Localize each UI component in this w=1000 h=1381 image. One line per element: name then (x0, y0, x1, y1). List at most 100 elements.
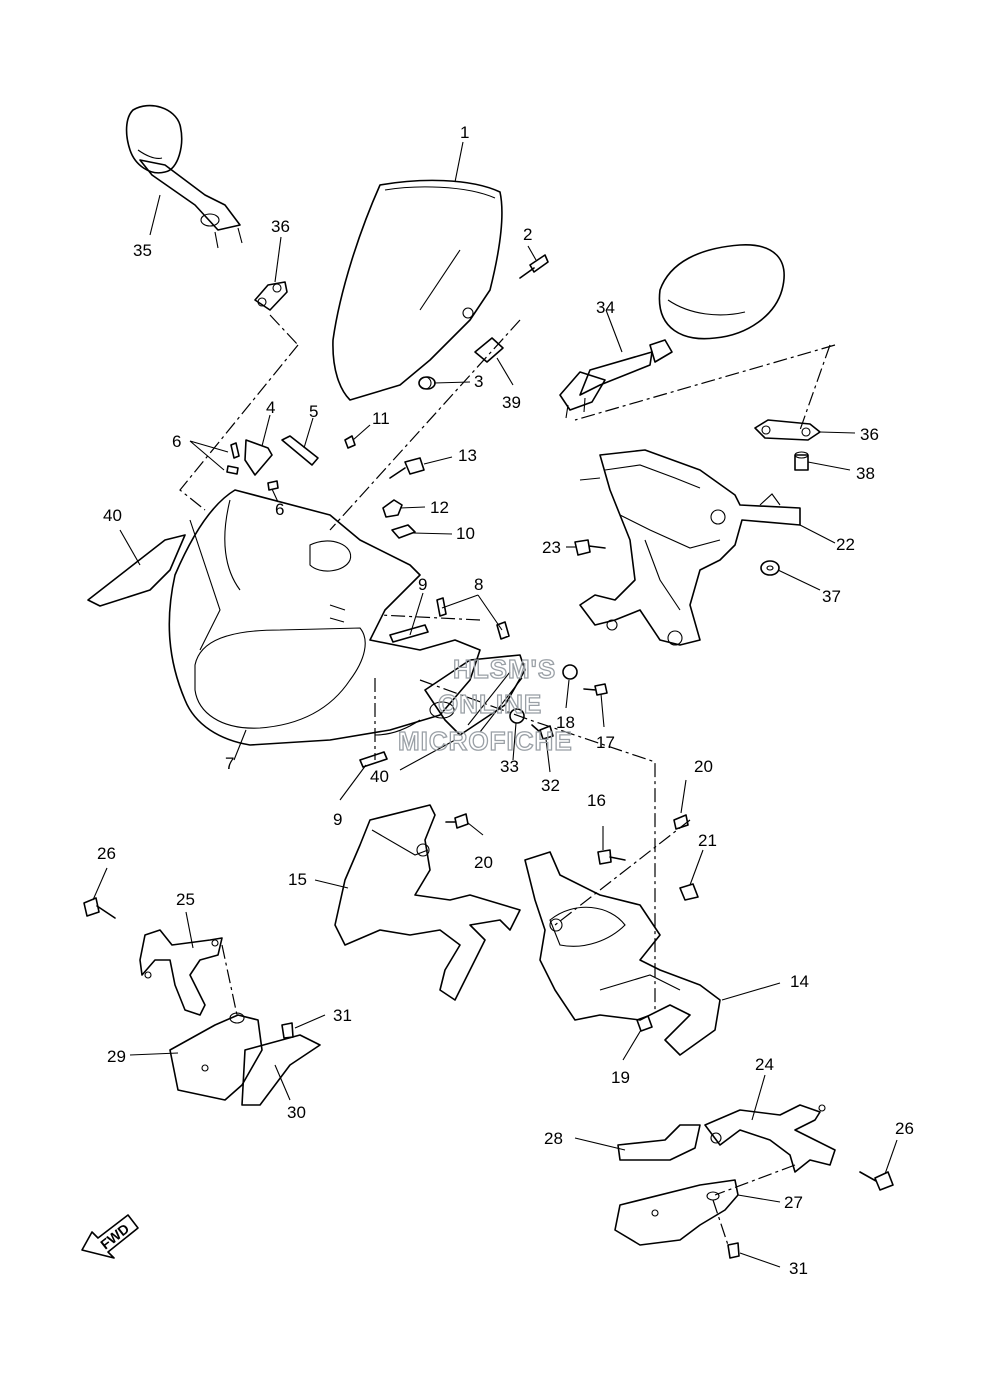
screw-16-part[interactable] (597, 849, 626, 865)
callout-39: 39 (502, 393, 521, 412)
callout-20a: 20 (474, 853, 493, 872)
callout-36b: 36 (860, 425, 879, 444)
stay-24-part[interactable] (704, 1104, 836, 1173)
callout-31b: 31 (789, 1259, 808, 1278)
clip-11-part[interactable] (344, 435, 356, 449)
rivet-31-left-part[interactable] (281, 1022, 294, 1039)
assembly-lines (179, 314, 836, 1246)
mirror-pad-left-part[interactable] (254, 281, 288, 311)
callout-10: 10 (456, 524, 475, 543)
callout-32: 32 (541, 776, 560, 795)
callouts: 1 2 3 4 5 6 6 7 8 9 9 10 11 12 13 14 15 … (97, 123, 914, 1278)
callout-13: 13 (458, 446, 477, 465)
fwd-arrow-icon: FWD (81, 1214, 139, 1259)
callout-34: 34 (596, 298, 615, 317)
left-mirror-part[interactable] (125, 104, 243, 249)
watermark-line-3: MICROFICHE (398, 726, 573, 756)
mirror-pad-right-part[interactable] (754, 419, 821, 441)
callout-26b: 26 (895, 1119, 914, 1138)
bolt-13-part[interactable] (389, 457, 425, 479)
callout-4: 4 (266, 398, 275, 417)
callout-5: 5 (309, 402, 318, 421)
cover-28-part[interactable] (617, 1124, 701, 1161)
callout-21: 21 (698, 831, 717, 850)
screw-17-part[interactable] (583, 683, 608, 696)
callout-9a: 9 (418, 575, 427, 594)
callout-19: 19 (611, 1068, 630, 1087)
callout-33: 33 (500, 757, 519, 776)
screw-2-part[interactable] (519, 254, 549, 279)
washer-18-part[interactable] (562, 664, 578, 680)
callout-12: 12 (430, 498, 449, 517)
nut-12-part[interactable] (382, 499, 403, 518)
callout-38: 38 (856, 464, 875, 483)
inner-panel-15-part[interactable] (334, 804, 521, 1001)
screw-20-right-part[interactable] (673, 814, 689, 830)
side-panel-40-left-part[interactable] (87, 534, 186, 607)
windshield-part[interactable] (332, 179, 503, 401)
cover-30-part[interactable] (241, 1034, 321, 1106)
callout-22: 22 (836, 535, 855, 554)
right-mirror-part[interactable] (559, 244, 785, 419)
callout-29: 29 (107, 1047, 126, 1066)
grommet-37-part[interactable] (760, 560, 780, 576)
callout-36a: 36 (271, 217, 290, 236)
callout-16: 16 (587, 791, 606, 810)
panel-10-part[interactable] (391, 524, 416, 539)
callout-3: 3 (474, 372, 483, 391)
callout-6a: 6 (172, 432, 181, 451)
screw-20-left-part[interactable] (445, 813, 469, 829)
trim-4-part[interactable] (244, 439, 273, 476)
bolt-26-right-part[interactable] (859, 1171, 894, 1191)
callout-28: 28 (544, 1129, 563, 1148)
callout-24: 24 (755, 1055, 774, 1074)
sticker-39-part[interactable] (474, 337, 504, 363)
clip-19-part[interactable] (636, 1015, 653, 1032)
cover-29-part[interactable] (169, 1012, 263, 1101)
bolt-26-left-part[interactable] (83, 897, 116, 919)
stay-25-part[interactable] (139, 929, 223, 1016)
callout-15: 15 (288, 870, 307, 889)
callout-9b: 9 (333, 810, 342, 829)
callout-37: 37 (822, 587, 841, 606)
callout-2: 2 (523, 225, 532, 244)
collar-21-part[interactable] (679, 883, 699, 901)
strip-8-parts[interactable] (436, 597, 510, 640)
rivet-31-right-part[interactable] (727, 1242, 740, 1259)
collar-38-part[interactable] (794, 451, 809, 471)
upper-cowling-part[interactable] (168, 489, 481, 746)
washer-33-part[interactable] (509, 708, 525, 724)
callout-17: 17 (596, 733, 615, 752)
cover-27-part[interactable] (614, 1179, 739, 1246)
callout-26a: 26 (97, 844, 116, 863)
side-panel-40-center-part[interactable] (424, 654, 526, 736)
callout-7: 7 (225, 754, 234, 773)
callout-40b: 40 (370, 767, 389, 786)
callout-6b: 6 (275, 500, 284, 519)
callout-31a: 31 (333, 1006, 352, 1025)
inner-panel-14-part[interactable] (524, 851, 721, 1056)
strip-6-parts[interactable] (226, 442, 279, 491)
watermark: HLSM'S ONLINE MICROFICHE (397, 653, 573, 756)
watermark-line-1: HLSM'S (453, 654, 556, 684)
watermark-line-2: ONLINE (438, 689, 542, 719)
callout-18: 18 (556, 713, 575, 732)
callout-35: 35 (133, 241, 152, 260)
strip-9-parts[interactable] (359, 624, 429, 768)
bolt-23-part[interactable] (574, 539, 606, 556)
callout-27: 27 (784, 1193, 803, 1212)
callout-40a: 40 (103, 506, 122, 525)
callout-14: 14 (790, 972, 809, 991)
callout-20b: 20 (694, 757, 713, 776)
screw-32-part[interactable] (531, 724, 554, 740)
strip-5-part[interactable] (281, 435, 319, 466)
callout-11: 11 (372, 409, 390, 428)
cowling-stay-part[interactable] (579, 449, 801, 646)
callout-1: 1 (460, 123, 469, 142)
callout-30: 30 (287, 1103, 306, 1122)
leader-lines (92, 141, 898, 1268)
grommet-3-part[interactable] (418, 376, 436, 390)
callout-25: 25 (176, 890, 195, 909)
callout-8: 8 (474, 575, 483, 594)
